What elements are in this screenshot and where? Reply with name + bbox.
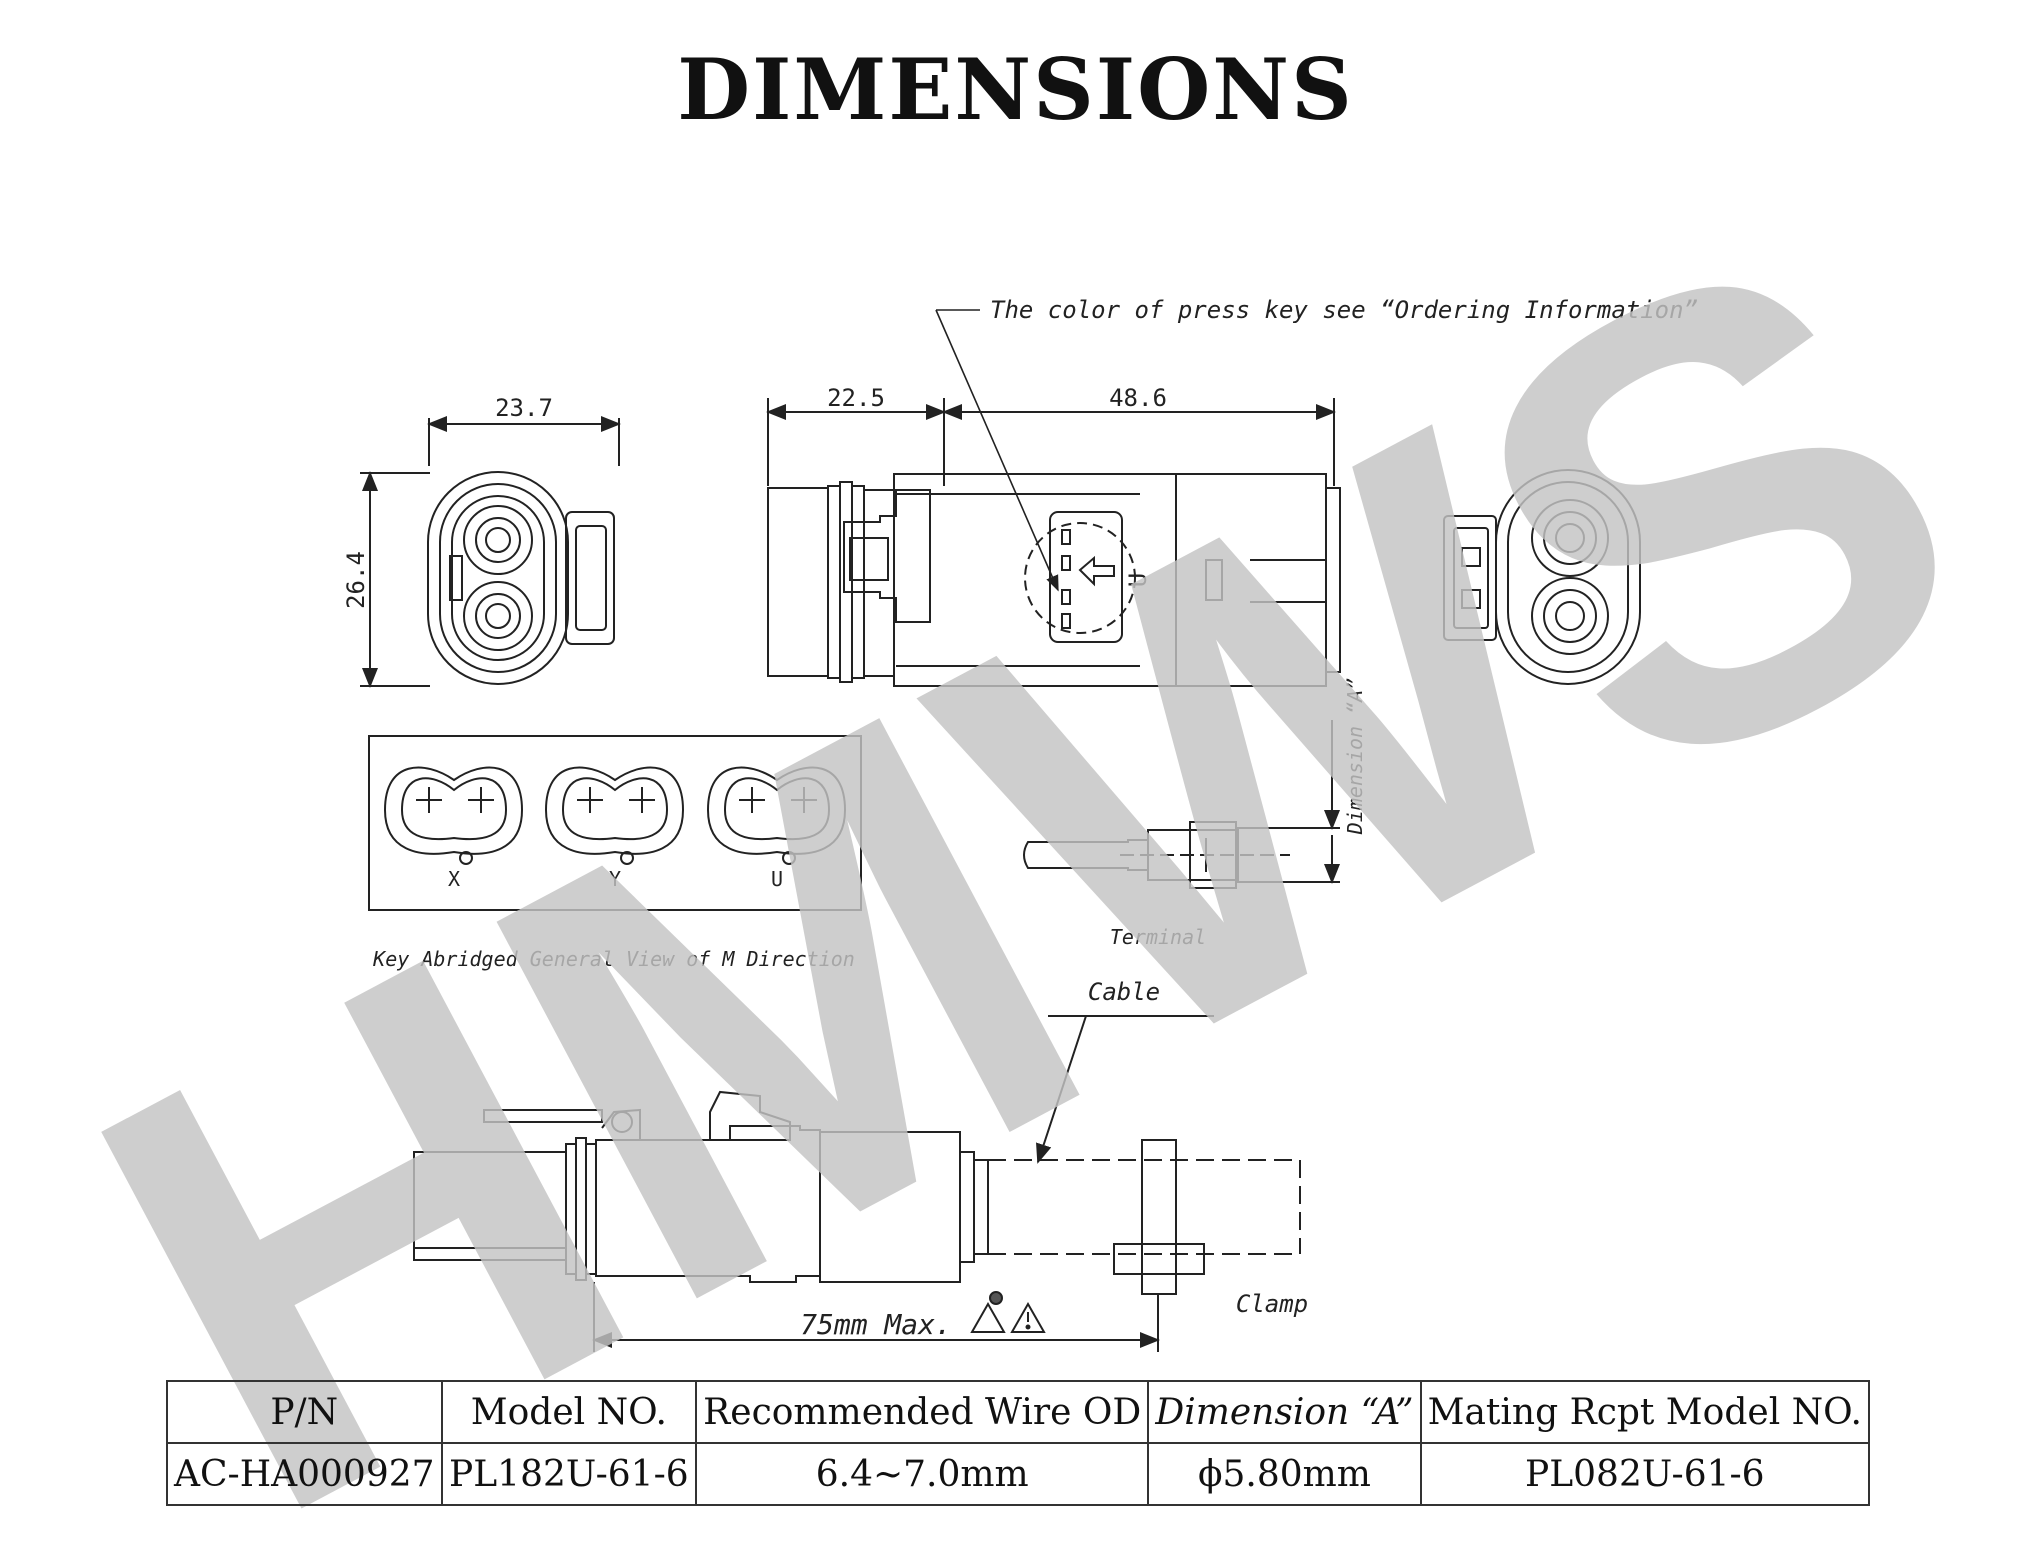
cell-mating-model: PL082U-61-6 (1419, 1442, 1871, 1506)
dim-rear-length: 48.6 (1109, 384, 1167, 412)
table-row: AC-HA000927 PL182U-61-6 6.4~7.0mm ϕ5.80m… (166, 1442, 1871, 1506)
watermark: HMWS (2, 112, 2031, 1567)
assembly-view (413, 1015, 1301, 1352)
spec-table: P/N Model NO. Recommended Wire OD Dimens… (166, 1380, 1871, 1506)
header-model: Model NO. (440, 1380, 698, 1444)
key-view-caption: Key Abridged General View of M Direction (372, 947, 855, 971)
header-pn: P/N (166, 1380, 443, 1444)
cell-model: PL182U-61-6 (440, 1442, 698, 1506)
dim-width-front: 23.7 (495, 394, 553, 422)
key-view (368, 735, 862, 911)
dim-front-length: 22.5 (827, 384, 885, 412)
side-view (766, 309, 1341, 687)
key-x-label: X (448, 867, 460, 891)
cell-wire-od: 6.4~7.0mm (695, 1442, 1150, 1506)
max-length-label: 75mm Max. (800, 1308, 952, 1341)
press-key-letter: U (1124, 573, 1152, 587)
page-title: DIMENSIONS (677, 40, 1354, 139)
header-mating-model: Mating Rcpt Model NO. (1419, 1380, 1871, 1444)
cell-pn: AC-HA000927 (166, 1442, 443, 1506)
dimension-a-label: Dimension “A” (1343, 678, 1367, 836)
header-wire-od: Recommended Wire OD (695, 1380, 1150, 1444)
rear-view (1443, 469, 1641, 685)
front-view (360, 416, 621, 688)
table-header-row: P/N Model NO. Recommended Wire OD Dimens… (166, 1380, 1871, 1444)
clamp-label: Clamp (1236, 1290, 1308, 1318)
key-u-label: U (771, 867, 783, 891)
dim-height-front: 26.4 (342, 551, 370, 609)
press-key-note: The color of press key see “Ordering Inf… (990, 296, 1698, 324)
cable-label: Cable (1088, 978, 1160, 1006)
cell-dimension-a: ϕ5.80mm (1147, 1442, 1422, 1506)
key-y-label: Y (609, 867, 621, 891)
terminal-label: Terminal (1110, 925, 1206, 949)
terminal-drawing (1023, 720, 1340, 889)
header-dimension-a: Dimension “A” (1147, 1380, 1422, 1444)
